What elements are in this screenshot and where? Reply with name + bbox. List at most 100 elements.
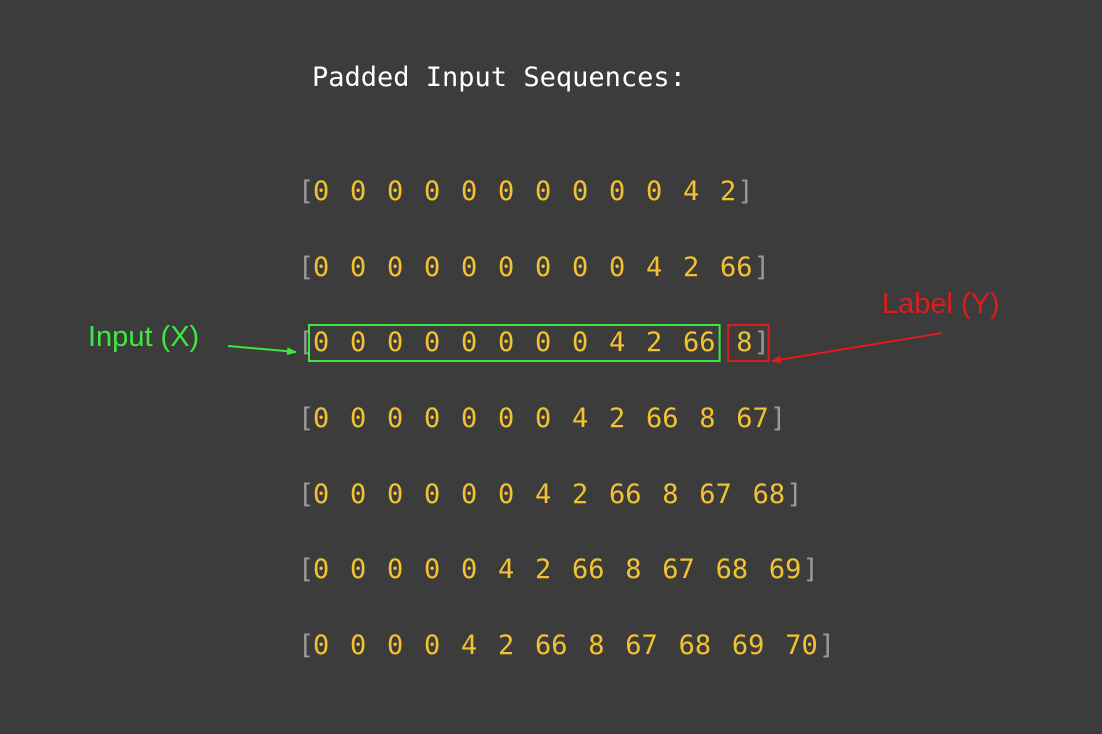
sequence-value: 2 — [683, 252, 700, 283]
label-highlight-box — [727, 324, 770, 362]
sequence-value: 0 — [313, 630, 330, 661]
sequence-value: 0 — [350, 252, 367, 283]
close-bracket: ] — [769, 403, 787, 434]
sequence-value: 8 — [736, 327, 753, 358]
sequence-value: 0 — [424, 479, 441, 510]
sequence-value: 0 — [387, 554, 404, 585]
sequence-value: 0 — [572, 176, 589, 207]
sequence-value: 70 — [785, 630, 818, 661]
sequence-value: 4 — [572, 403, 589, 434]
sequence-value: 0 — [350, 327, 367, 358]
sequence-value: 68 — [678, 630, 712, 661]
sequence-value: 0 — [461, 403, 478, 434]
sequence-value: 0 — [424, 403, 441, 434]
sequence-value: 0 — [461, 252, 478, 283]
sequence-value: 69 — [768, 554, 802, 585]
sequence-value: 0 — [387, 403, 404, 434]
sequence-value: 0 — [313, 252, 330, 283]
sequence-value: 0 — [498, 327, 515, 358]
sequence-value: 4 — [609, 327, 626, 358]
sequence-value: 0 — [424, 630, 441, 661]
sequence-value: 0 — [498, 479, 515, 510]
open-bracket: [ — [298, 403, 315, 434]
sequence-value: 0 — [313, 176, 330, 207]
sequence-value: 0 — [572, 252, 589, 283]
open-bracket: [ — [298, 554, 315, 585]
sequence-value: 4 — [535, 479, 552, 510]
open-bracket: [ — [298, 327, 315, 358]
sequence-value: 0 — [535, 252, 552, 283]
input-highlight-box — [308, 324, 721, 362]
sequence-value: 66 — [683, 327, 716, 358]
sequence-value: 4 — [461, 630, 478, 661]
sequence-value: 0 — [609, 176, 626, 207]
sequence-value: 68 — [715, 554, 749, 585]
sequence-value: 0 — [461, 327, 478, 358]
sequence-value: 69 — [731, 630, 765, 661]
sequence-value: 0 — [424, 554, 441, 585]
sequence-value: 0 — [535, 403, 552, 434]
sequence-value: 0 — [498, 176, 515, 207]
sequence-value: 4 — [683, 176, 700, 207]
sequence-value: 0 — [387, 479, 404, 510]
sequence-value: 0 — [387, 252, 404, 283]
sequence-value: 0 — [350, 630, 367, 661]
sequence-value: 0 — [424, 176, 441, 207]
sequence-value: 0 — [498, 403, 515, 434]
sequence-value: 0 — [313, 403, 330, 434]
sequence-value: 0 — [387, 327, 404, 358]
sequence-value: 0 — [609, 252, 626, 283]
sequence-value: 0 — [646, 176, 663, 207]
sequence-value: 0 — [572, 327, 589, 358]
sequence-value: 67 — [699, 479, 732, 510]
title: Padded Input Sequences: — [312, 62, 686, 93]
close-bracket: ] — [753, 252, 770, 283]
close-bracket: ] — [737, 176, 754, 207]
sequence-value: 66 — [572, 554, 605, 585]
sequence-value: 0 — [313, 327, 330, 358]
sequence-value: 2 — [646, 327, 663, 358]
open-bracket: [ — [298, 479, 315, 510]
input-arrow — [227, 345, 297, 356]
sequence-value: 66 — [535, 630, 568, 661]
close-bracket: ] — [818, 630, 836, 661]
close-bracket: ] — [753, 327, 770, 358]
sequence-value: 8 — [662, 479, 679, 510]
sequence-value: 2 — [498, 630, 515, 661]
sequence-value: 0 — [313, 479, 330, 510]
open-bracket: [ — [298, 252, 315, 283]
input-label: Input (X) — [88, 321, 200, 353]
sequence-value: 0 — [424, 327, 441, 358]
sequence-value: 8 — [625, 554, 642, 585]
sequence-value: 8 — [588, 630, 605, 661]
label-y-label: Label (Y) — [882, 288, 1000, 320]
sequence-value: 66 — [646, 403, 679, 434]
sequence-value: 0 — [350, 176, 367, 207]
sequence-value: 0 — [535, 327, 552, 358]
sequence-value: 4 — [498, 554, 515, 585]
sequence-value: 0 — [461, 479, 478, 510]
close-bracket: ] — [802, 554, 819, 585]
sequence-value: 0 — [350, 403, 367, 434]
sequence-value: 2 — [535, 554, 552, 585]
sequence-value: 0 — [461, 554, 478, 585]
sequence-value: 8 — [699, 403, 716, 434]
sequence-value: 0 — [313, 554, 330, 585]
sequence-value: 66 — [609, 479, 642, 510]
sequence-value: 67 — [736, 403, 769, 434]
label-arrow — [771, 332, 943, 364]
sequence-value: 0 — [535, 176, 552, 207]
sequence-value: 2 — [720, 176, 737, 207]
sequence-value: 68 — [752, 479, 786, 510]
sequence-value: 67 — [625, 630, 658, 661]
sequence-value: 0 — [350, 479, 367, 510]
sequence-value: 2 — [572, 479, 589, 510]
sequence-value: 4 — [646, 252, 663, 283]
